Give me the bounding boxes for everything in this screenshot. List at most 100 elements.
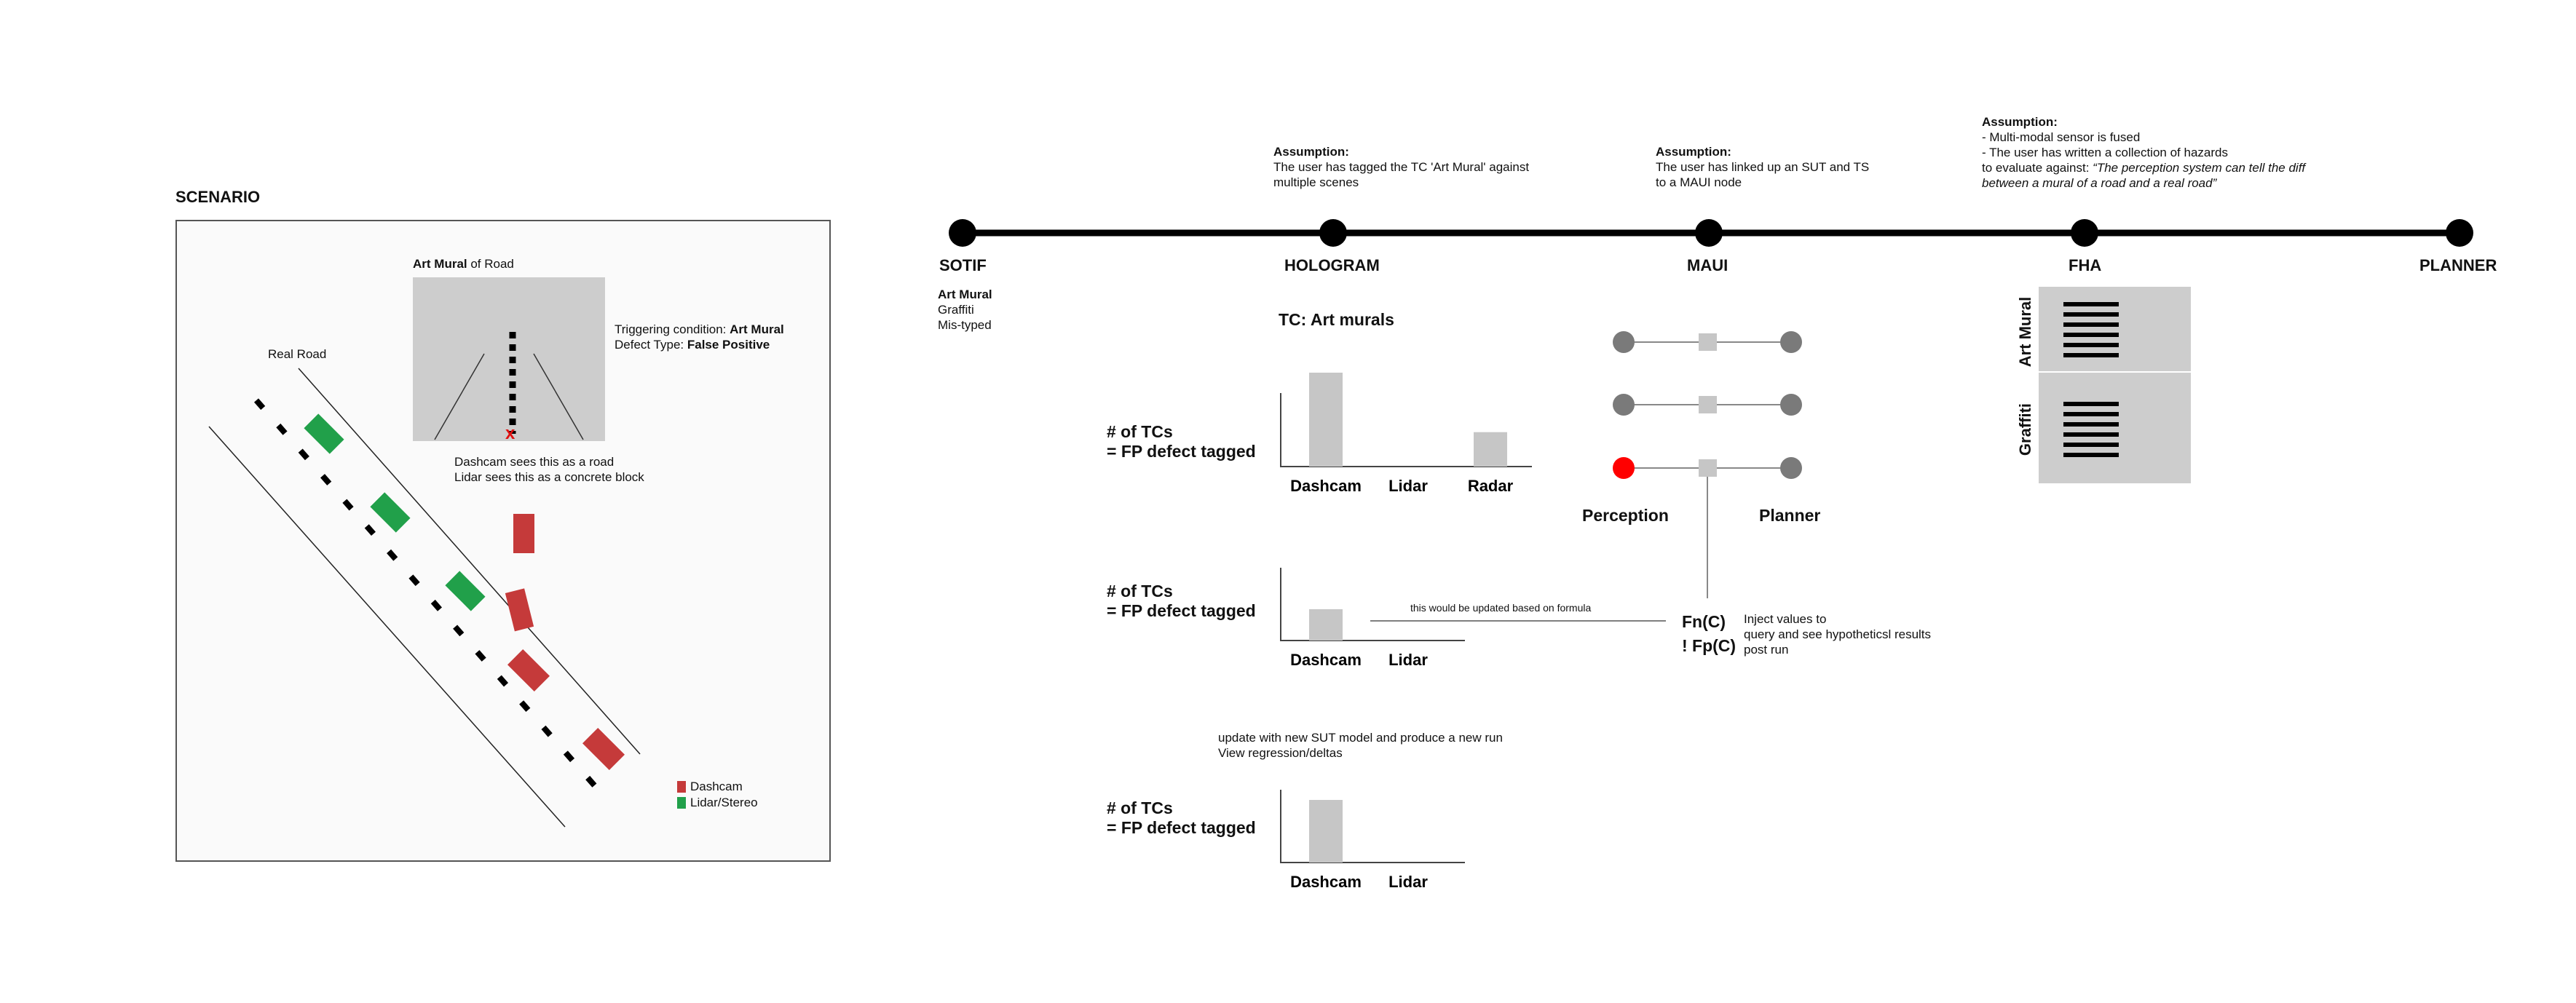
triggering-label: Triggering condition:: [615, 322, 730, 336]
maui-node-right[interactable]: [1780, 331, 1802, 353]
mural-line-left: [434, 353, 485, 440]
maui-node-left[interactable]: [1613, 394, 1635, 416]
sotif-item[interactable]: Graffiti: [938, 303, 974, 317]
dashcam-car: [582, 728, 625, 770]
timeline-node-fha[interactable]: [2071, 219, 2098, 247]
bar-dashcam[interactable]: [1309, 609, 1343, 641]
scenario-panel: [175, 220, 831, 862]
node-label-maui: MAUI: [1687, 256, 1728, 274]
tick-label-radar: Radar: [1468, 477, 1514, 495]
fha-assumption-line: - Multi-modal sensor is fused: [1982, 130, 2141, 144]
timeline-node-hologram[interactable]: [1319, 219, 1347, 247]
tick-label-dashcam: Dashcam: [1290, 477, 1362, 495]
sotif-item[interactable]: Mis-typed: [938, 318, 992, 332]
node-label-sotif: SOTIF: [939, 256, 987, 274]
triggering-condition: Triggering condition: Art Mural: [615, 322, 784, 337]
tick-label-lidar: Lidar: [1388, 651, 1428, 669]
maui-node-left[interactable]: [1613, 331, 1635, 353]
metric-label-1: # of TCs: [1107, 422, 1173, 441]
legend-swatch-dashcam: [677, 781, 686, 793]
scenario-title: SCENARIO: [175, 188, 261, 206]
fha-assumption-quote: “The perception system can tell the diff: [2093, 161, 2306, 175]
maui-node-right[interactable]: [1780, 457, 1802, 479]
update-note: update with new SUT model and produce a …: [1218, 731, 1503, 745]
planner-label: Planner: [1759, 506, 1821, 525]
fn-label: Fn(C): [1682, 612, 1726, 631]
lidar-car: [370, 492, 411, 533]
timeline-node-sotif[interactable]: [949, 219, 976, 247]
metric-label-3b: = FP defect tagged: [1107, 818, 1256, 837]
maui-connector[interactable]: [1699, 333, 1717, 351]
maui-node-right[interactable]: [1780, 394, 1802, 416]
defect-label: Defect Type:: [615, 338, 687, 352]
fha-assumption-lead: to evaluate against:: [1982, 161, 2093, 175]
road-edge-left: [208, 426, 566, 828]
inject-note: post run: [1744, 643, 1789, 657]
fha-assumption-title: Assumption:: [1982, 115, 2058, 129]
tick-label-lidar: Lidar: [1388, 873, 1428, 891]
dashcam-car: [513, 514, 534, 553]
chart-axis: [1280, 393, 1532, 467]
lidar-note: Lidar sees this as a concrete block: [454, 470, 644, 484]
legend-dashcam: Dashcam: [690, 780, 743, 793]
art-mural-image: [413, 277, 605, 441]
dashcam-note: Dashcam sees this as a road: [454, 455, 615, 469]
fp-label: ! Fp(C): [1682, 636, 1737, 655]
hologram-assumption-title: Assumption:: [1273, 145, 1349, 159]
metric-label-3: # of TCs: [1107, 798, 1173, 817]
mural-title: Art Mural of Road: [413, 256, 514, 271]
inject-note: query and see hypotheticsl results: [1744, 627, 1932, 641]
mural-title-bold: Art Mural: [413, 257, 467, 271]
maui-connector[interactable]: [1699, 459, 1717, 477]
fha-block-graffiti[interactable]: [2039, 373, 2191, 483]
list-icon: [2063, 302, 2119, 357]
triggering-value: Art Mural: [730, 322, 784, 336]
node-label-fha: FHA: [2069, 256, 2102, 274]
maui-connector[interactable]: [1699, 396, 1717, 413]
tc-title: TC: Art murals: [1279, 310, 1394, 329]
bar-dashcam[interactable]: [1309, 800, 1343, 863]
fha-label-art-mural: Art Mural: [2016, 296, 2034, 368]
hologram-assumption-line: The user has tagged the TC 'Art Mural' a…: [1273, 160, 1530, 174]
fha-assumption-line: - The user has written a collection of h…: [1982, 146, 2228, 159]
mural-title-rest: of Road: [467, 257, 514, 271]
maui-node-active[interactable]: [1613, 457, 1635, 479]
maui-assumption-title: Assumption:: [1656, 145, 1731, 159]
fha-assumption-quote: between a mural of a road and a real roa…: [1982, 176, 2217, 190]
tick-label-lidar: Lidar: [1388, 477, 1428, 495]
legend-swatch-lidar: [677, 797, 686, 809]
chart-axis: [1280, 568, 1465, 641]
metric-label-2b: = FP defect tagged: [1107, 601, 1256, 620]
hologram-assumption-line: multiple scenes: [1273, 175, 1359, 189]
timeline-node-planner[interactable]: [2446, 219, 2473, 247]
bar-dashcam[interactable]: [1309, 373, 1343, 467]
legend-lidar: Lidar/Stereo: [690, 796, 758, 809]
node-label-planner: PLANNER: [2419, 256, 2497, 274]
sotif-item[interactable]: Art Mural: [938, 288, 992, 301]
road-edge-right: [298, 368, 641, 755]
tick-label-dashcam: Dashcam: [1290, 873, 1362, 891]
inject-note: Inject values to: [1744, 612, 1827, 626]
road-center-line: [253, 398, 604, 796]
update-note: View regression/deltas: [1218, 746, 1343, 760]
lidar-car: [445, 571, 486, 611]
metric-label-2: # of TCs: [1107, 582, 1173, 600]
dashcam-car: [505, 588, 534, 632]
lidar-car: [304, 413, 344, 454]
metric-label-1b: = FP defect tagged: [1107, 442, 1256, 461]
timeline-node-maui[interactable]: [1695, 219, 1723, 247]
mural-line-right: [533, 353, 584, 440]
tick-label-dashcam: Dashcam: [1290, 651, 1362, 669]
list-icon: [2063, 402, 2119, 457]
defect-type: Defect Type: False Positive: [615, 337, 770, 352]
fha-assumption-line: to evaluate against: “The perception sys…: [1982, 160, 2305, 175]
bar-radar[interactable]: [1474, 432, 1507, 467]
chart-axis: [1280, 790, 1465, 863]
node-label-hologram: HOLOGRAM: [1284, 256, 1380, 274]
perception-label: Perception: [1582, 506, 1669, 525]
